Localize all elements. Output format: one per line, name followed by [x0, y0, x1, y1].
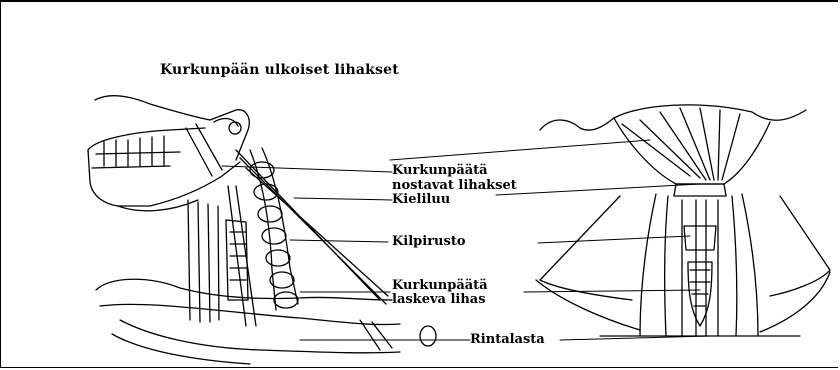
skull-lateral-drawing [88, 96, 249, 211]
label-hyoid-bone: Kieliluu [392, 192, 450, 208]
neck-muscles-lateral [188, 150, 388, 326]
label-thyroid-cartilage: Kilpirusto [392, 234, 466, 250]
label-sternum: Rintalasta [470, 332, 545, 348]
diagram-title: Kurkunpään ulkoiset lihakset [160, 62, 399, 78]
neck-anterior-drawing [536, 105, 830, 336]
label-lowering-muscle-line2: laskeva lihas [392, 292, 486, 308]
label-raising-muscles-line1: Kurkunpäätä [392, 163, 488, 179]
